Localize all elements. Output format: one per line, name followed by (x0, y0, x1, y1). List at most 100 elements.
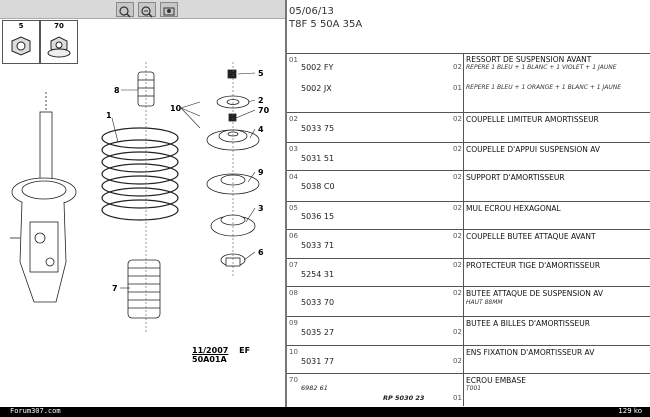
row-position: 03 (289, 145, 298, 153)
vehicle-model-code: T8F 5 50A 35A (289, 19, 363, 30)
callout-10: 10 (170, 104, 182, 113)
diagram-date: 11/2007 (192, 346, 229, 355)
row-quantity: 02 (453, 145, 462, 153)
flange-nut-icon (47, 36, 71, 58)
row-extra-reference: RP 5030 23 (383, 394, 425, 402)
thumbnail-label: 70 (54, 22, 64, 30)
parts-list-header: 05/06/13 T8F 5 50A 35A (287, 0, 650, 34)
table-row[interactable]: 02 5033 75 02 COUPELLE LIMITEUR AMORTISS… (287, 112, 650, 143)
row-position: 08 (289, 289, 298, 297)
zoom-out-icon (141, 6, 153, 18)
row-note: REPERE 1 BLEU + 1 BLANC + 1 VIOLET + 1 J… (466, 64, 617, 71)
strut-assembly (10, 92, 77, 303)
thumbnail-strip: 5 70 (2, 20, 78, 64)
table-row[interactable]: 06 5033 71 02 COUPELLE BUTEE ATTAQUE AVA… (287, 229, 650, 259)
dust-boot (127, 259, 161, 319)
exploded-parts-diagram: 8 1 7 5 2 70 4 9 3 6 10 (10, 62, 270, 332)
row-part-number: 5002 JX (301, 84, 332, 93)
table-row[interactable]: 09 5035 27 02 BUTEE A BILLES D'AMORTISSE… (287, 316, 650, 346)
table-row[interactable]: 03 5031 51 02 COUPELLE D'APPUI SUSPENSIO… (287, 142, 650, 171)
row-part-number: 6982 61 (301, 384, 328, 392)
row-part-number: 5254 31 (301, 270, 335, 279)
row-position: 06 (289, 232, 298, 240)
table-row[interactable]: 01 5002 FY 02 RESSORT DE SUSPENSION AVAN… (287, 53, 650, 83)
row-position: 07 (289, 261, 298, 269)
row-description: COUPELLE BUTEE ATTAQUE AVANT (466, 232, 596, 241)
row-part-number: 5002 FY (301, 63, 334, 72)
thumbnail-part-5[interactable]: 5 (2, 20, 40, 64)
row-position: 01 (289, 56, 298, 64)
row-quantity: 02 (453, 289, 462, 297)
row-description: COUPELLE D'APPUI SUSPENSION AV (466, 145, 601, 154)
row-position: 04 (289, 173, 298, 181)
row-position: 05 (289, 204, 298, 212)
callout-8: 8 (114, 86, 120, 95)
table-row[interactable]: 04 5038 C0 02 SUPPORT D'AMORTISSEUR (287, 170, 650, 202)
row-part-number: 5038 C0 (301, 182, 335, 191)
row-quantity: 02 (453, 328, 462, 336)
row-quantity: 02 (453, 357, 462, 365)
callout-70: 70 (258, 106, 270, 115)
row-description: ENS FIXATION D'AMORTISSEUR AV (466, 348, 595, 357)
site-watermark: Forum307.com (10, 407, 61, 415)
fit-icon (163, 7, 175, 16)
coil-spring (101, 127, 179, 221)
fit-view-button[interactable] (160, 2, 178, 17)
row-quantity: 02 (453, 204, 462, 212)
row-position: 70 (289, 376, 298, 384)
zoom-in-button[interactable] (116, 2, 134, 18)
table-row[interactable]: 5002 JX 01 REPERE 1 BLEU + 1 ORANGE + 1 … (287, 82, 650, 112)
parts-list-panel: 05/06/13 T8F 5 50A 35A 01 5002 FY 02 RES… (287, 0, 650, 417)
nut-icon (11, 36, 31, 56)
diagram-code: EF 50A01A (192, 346, 251, 364)
callout-7: 7 (112, 284, 118, 293)
status-bar: Forum307.com 129 ko (0, 407, 650, 417)
row-quantity: 02 (453, 63, 462, 71)
thumbnail-part-70[interactable]: 70 (40, 20, 78, 64)
row-position: 10 (289, 348, 298, 356)
row-quantity: 01 (453, 394, 462, 402)
row-description: ECROU EMBASE (466, 376, 526, 385)
table-row[interactable]: 10 5031 77 02 ENS FIXATION D'AMORTISSEUR… (287, 345, 650, 374)
row-description: BUTEE A BILLES D'AMORTISSEUR (466, 319, 590, 328)
callout-2: 2 (258, 96, 264, 105)
table-row[interactable]: 08 5033 70 02 BUTEE ATTAQUE DE SUSPENSIO… (287, 286, 650, 317)
row-description: BUTEE ATTAQUE DE SUSPENSION AV (466, 289, 604, 298)
row-description: MUL ECROU HEXAGONAL (466, 204, 561, 213)
callout-4: 4 (258, 125, 264, 134)
row-note: HAUT 88MM (466, 299, 503, 306)
callout-5: 5 (258, 69, 264, 78)
row-note: T001 (466, 385, 482, 392)
row-note: REPERE 1 BLEU + 1 ORANGE + 1 BLANC + 1 J… (466, 84, 622, 91)
row-quantity: 02 (453, 232, 462, 240)
row-part-number: 5033 70 (301, 298, 335, 307)
row-quantity: 02 (453, 115, 462, 123)
row-quantity: 02 (453, 261, 462, 269)
callout-6: 6 (258, 248, 264, 257)
callout-3: 3 (258, 204, 264, 213)
row-quantity: 02 (453, 173, 462, 181)
panel-divider[interactable] (285, 0, 287, 417)
diagram-reference: 11/2007 EF 50A01A (192, 346, 285, 364)
table-row[interactable]: 05 5036 15 02 MUL ECROU HEXAGONAL (287, 201, 650, 230)
thumbnail-label: 5 (18, 22, 24, 30)
table-row[interactable]: 07 5254 31 02 PROTECTEUR TIGE D'AMORTISS… (287, 258, 650, 287)
table-row[interactable]: 70 6982 61 RP 5030 23 01 ECROU EMBASE T0… (287, 373, 650, 406)
zoom-in-icon (119, 6, 131, 18)
row-description: COUPELLE LIMITEUR AMORTISSEUR (466, 115, 599, 124)
row-position: 02 (289, 115, 298, 123)
toolbar (0, 0, 285, 19)
diagram-panel: 5 70 (0, 0, 285, 417)
row-part-number: 5033 71 (301, 241, 335, 250)
callout-9: 9 (258, 168, 264, 177)
row-description: RESSORT DE SUSPENSION AVANT (466, 55, 592, 64)
row-part-number: 5033 75 (301, 124, 335, 133)
file-size: 129 ko (618, 407, 642, 415)
row-part-number: 5031 77 (301, 357, 335, 366)
callout-1: 1 (106, 111, 112, 120)
row-description: SUPPORT D'AMORTISSEUR (466, 173, 565, 182)
zoom-out-button[interactable] (138, 2, 156, 18)
row-part-number: 5035 27 (301, 328, 335, 337)
catalog-date: 05/06/13 (289, 6, 334, 17)
row-part-number: 5036 15 (301, 212, 335, 221)
